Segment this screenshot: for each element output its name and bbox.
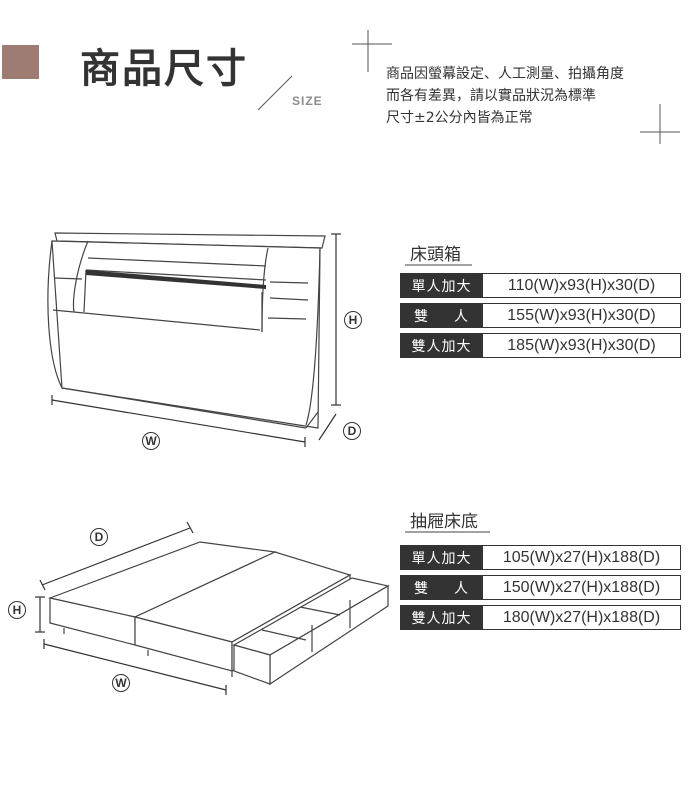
spec-size-label-text: 單人加大 (411, 278, 472, 295)
spec-size-label: 單人加大 (400, 273, 483, 298)
spec-size-label-text: 雙 (414, 308, 429, 325)
spec-size-label: 單人加大 (400, 545, 483, 570)
height-dimension-label: H (344, 311, 362, 329)
notice-line: 尺寸±2公分內皆為正常 (386, 110, 533, 126)
spec-size-label-text: 雙人加大 (411, 338, 472, 355)
spec-row: 單人加大 110(W)x93(H)x30(D) (400, 273, 681, 298)
width-dimension-label: W (112, 674, 130, 692)
bedbase-section-title: 抽屜床底 (410, 512, 478, 532)
spec-size-label-text: 單人加大 (411, 550, 472, 567)
notice-text: 商品因螢幕設定、人工測量、拍攝角度 而各有差異，請以實品狀況為標準 尺寸±2公分… (386, 63, 624, 129)
spec-size-label: 雙人加大 (400, 333, 483, 358)
width-dimension-label: W (142, 432, 160, 450)
spec-row: 雙人 155(W)x93(H)x30(D) (400, 303, 681, 328)
spec-dimensions: 150(W)x27(H)x188(D) (483, 575, 681, 600)
height-dimension-label: H (8, 601, 26, 619)
spec-dimensions: 155(W)x93(H)x30(D) (483, 303, 681, 328)
spec-size-label-text: 人 (454, 308, 469, 325)
page-title: 商品尺寸 (80, 46, 248, 92)
spec-size-label: 雙人 (400, 575, 483, 600)
spec-size-label-text: 雙 (414, 580, 429, 597)
spec-row: 雙人加大 185(W)x93(H)x30(D) (400, 333, 681, 358)
brand-accent-square (2, 45, 39, 79)
spec-row: 雙人加大 180(W)x27(H)x188(D) (400, 605, 681, 630)
spec-dimensions: 180(W)x27(H)x188(D) (483, 605, 681, 630)
headboard-spec-table: 單人加大 110(W)x93(H)x30(D) 雙人 155(W)x93(H)x… (400, 273, 681, 363)
spec-size-label: 雙人加大 (400, 605, 483, 630)
page-subtitle: SIZE (292, 94, 323, 108)
spec-size-label-text: 人 (454, 580, 469, 597)
spec-dimensions: 110(W)x93(H)x30(D) (483, 273, 681, 298)
spec-size-label: 雙人 (400, 303, 483, 328)
spec-dimensions: 105(W)x27(H)x188(D) (483, 545, 681, 570)
notice-line: 商品因螢幕設定、人工測量、拍攝角度 (386, 66, 624, 82)
notice-line: 而各有差異，請以實品狀況為標準 (386, 88, 596, 104)
spec-row: 雙人 150(W)x27(H)x188(D) (400, 575, 681, 600)
bedbase-spec-table: 單人加大 105(W)x27(H)x188(D) 雙人 150(W)x27(H)… (400, 545, 681, 635)
depth-dimension-label: D (90, 528, 108, 546)
spec-row: 單人加大 105(W)x27(H)x188(D) (400, 545, 681, 570)
spec-dimensions: 185(W)x93(H)x30(D) (483, 333, 681, 358)
depth-dimension-label: D (343, 422, 361, 440)
spec-size-label-text: 雙人加大 (411, 610, 472, 627)
headboard-section-title: 床頭箱 (410, 245, 461, 265)
